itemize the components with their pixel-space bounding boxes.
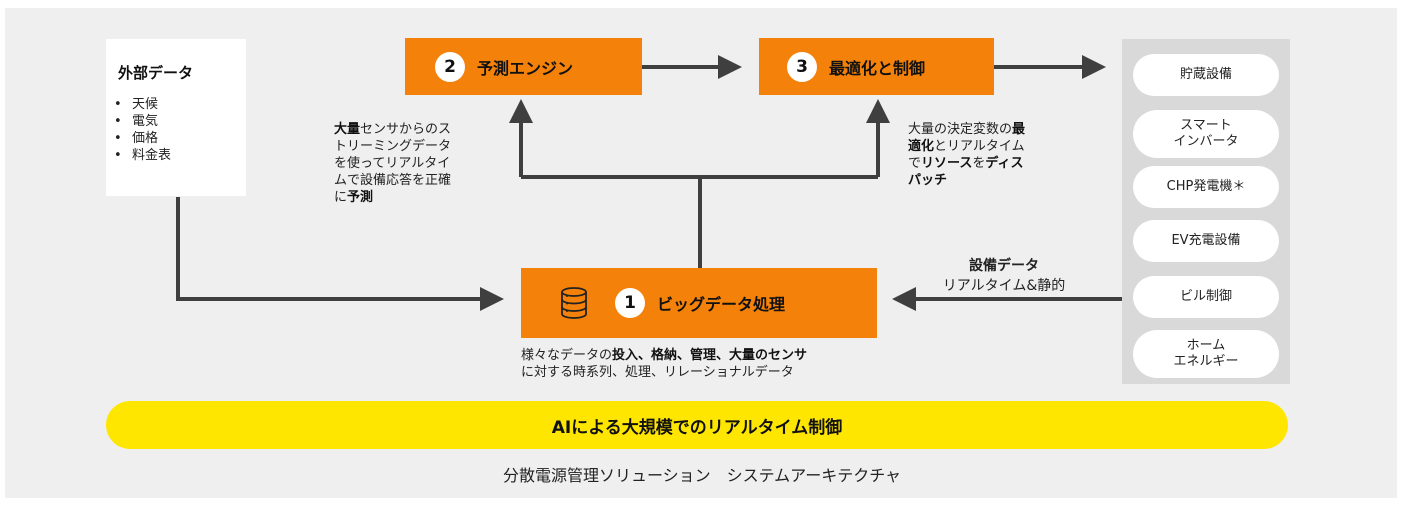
note-text: センサからのス — [360, 122, 452, 137]
optimization-control-box: 3 最適化と制御 — [759, 38, 994, 95]
forecast-engine-label: 予測エンジン — [477, 58, 574, 78]
note-text: とリアルタイム — [934, 139, 1025, 154]
bigdata-processing-box: 1 ビッグデータ処理 — [521, 268, 877, 338]
note-text: に — [334, 190, 348, 205]
external-data-list: 天候 電気 価格 料金表 — [114, 96, 171, 164]
ai-control-banner: AIによる大規模でのリアルタイム制御 — [106, 401, 1288, 449]
emphasis-text: 適化 — [908, 139, 935, 154]
diagram-caption: 分散電源管理ソリューション システムアーキテクチャ — [502, 466, 902, 485]
note-text: に対する時系列、処理、リレーショナルデータ — [521, 365, 794, 380]
step-number: 3 — [787, 51, 817, 82]
equipment-data-label: 設備データ リアルタイム&静的 — [918, 255, 1090, 295]
resource-building-control: ビル制御 — [1133, 276, 1279, 318]
bigdata-processing-label: ビッグデータ処理 — [657, 295, 786, 314]
emphasis-text: 投入、格納、管理、大量のセンサ — [612, 348, 808, 363]
equipment-data-title: 設備データ — [969, 258, 1039, 274]
forecast-engine-box: 2 予測エンジン — [405, 38, 642, 95]
note-text: を — [972, 156, 986, 171]
bigdata-description: 様々なデータの投入、格納、管理、大量のセンサ に対する時系列、処理、リレーショナ… — [521, 347, 807, 381]
resource-smart-inverter: スマート インバータ — [1133, 110, 1279, 158]
forecast-description: 大量センサからのス トリーミングデータ を使ってリアルタイ ムで設備応答を正確 … — [334, 121, 451, 206]
arrow-external-to-bigdata — [176, 197, 504, 311]
emphasis-text: ディス — [985, 156, 1024, 171]
resources-panel — [1122, 39, 1290, 384]
list-item: 電気 — [114, 113, 171, 130]
step-number: 2 — [435, 51, 465, 82]
note-text: トリーミングデータ — [334, 139, 452, 154]
emphasis-text: 最 — [1012, 122, 1026, 137]
optimization-description: 大量の決定変数の最 適化とリアルタイム でリソースをディス パッチ — [908, 121, 1025, 189]
list-item: 料金表 — [114, 147, 171, 164]
note-text: 大量の決定変数の — [908, 122, 1013, 137]
emphasis-text: パッチ — [908, 173, 948, 188]
optimization-control-label: 最適化と制御 — [829, 58, 926, 78]
resource-home-energy: ホーム エネルギー — [1133, 330, 1279, 378]
database-icon — [561, 287, 587, 319]
resource-storage: 貯蔵設備 — [1133, 54, 1279, 96]
resource-chp-generator: CHP発電機＊ — [1133, 166, 1279, 208]
note-text: を使ってリアルタイ — [334, 156, 451, 171]
equipment-data-subtitle: リアルタイム&静的 — [942, 278, 1066, 294]
external-data-title: 外部データ — [118, 64, 194, 82]
note-text: で — [908, 156, 922, 171]
step-number: 1 — [615, 288, 645, 318]
emphasis-text: リソース — [921, 156, 973, 171]
emphasis-text: 予測 — [347, 190, 374, 205]
note-text: ムで設備応答を正確 — [334, 173, 452, 188]
list-item: 価格 — [114, 130, 171, 147]
emphasis-text: 大量 — [334, 122, 361, 137]
list-item: 天候 — [114, 96, 171, 113]
note-text: 様々なデータの — [521, 348, 613, 363]
resource-ev-charger: EV充電設備 — [1133, 220, 1279, 262]
